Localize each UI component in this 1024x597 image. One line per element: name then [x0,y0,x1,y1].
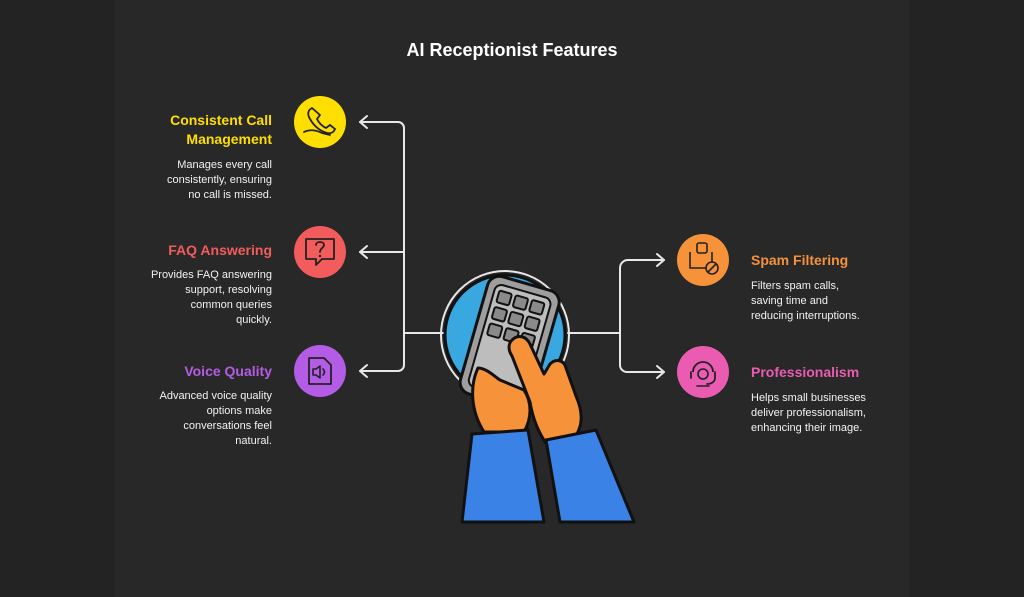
right-margin [909,0,1024,597]
connector-right [567,253,665,379]
feature-title-spam: Spam Filtering [751,252,849,268]
feature-desc-call-management: Manages every call consistently, ensurin… [167,159,272,201]
feature-desc-voice: Advanced voice quality options make conv… [159,390,272,447]
speaker-file-icon [294,345,346,397]
feature-desc-spam: Filters spam calls, saving time and redu… [751,280,860,322]
feature-title-faq: FAQ Answering [168,242,272,258]
phone-hand-icon [294,96,346,148]
spam-block-icon [677,234,729,286]
question-bubble-icon [294,226,346,278]
feature-title-voice: Voice Quality [184,363,272,379]
feature-title-call-management: Consistent Call Management [170,112,272,147]
headset-icon [677,346,729,398]
left-margin [0,0,115,597]
phone-illustration [440,270,636,524]
feature-title-professionalism: Professionalism [751,364,860,380]
connector-left [359,115,449,378]
diagram-title: AI Receptionist Features [406,40,618,60]
feature-desc-faq: Provides FAQ answering support, resolvin… [150,269,272,326]
feature-desc-professionalism: Helps small businesses deliver professio… [751,392,866,434]
